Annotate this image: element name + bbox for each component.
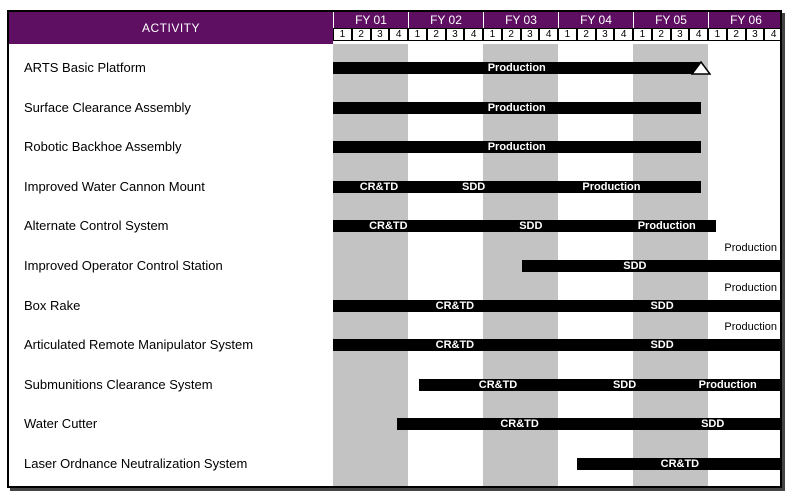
phase-bar: SDD: [576, 339, 749, 352]
phase-bar: SDD: [642, 418, 780, 431]
quarter-label: 1: [333, 28, 352, 41]
fiscal-year-shade: [333, 44, 408, 486]
fiscal-year-label: FY 02: [408, 12, 483, 28]
quarter-label: 1: [483, 28, 502, 41]
quarter-label: 2: [351, 28, 371, 41]
phase-bar: SDD: [424, 180, 524, 193]
phase-label: Production: [724, 242, 777, 254]
quarter-label: 4: [389, 28, 408, 41]
phase-bar: Production: [672, 378, 780, 391]
quarter-label: 3: [670, 28, 690, 41]
fiscal-year-label: FY 06: [708, 12, 780, 28]
activity-label: Improved Water Cannon Mount: [24, 178, 205, 194]
fiscal-year-label: FY 05: [633, 12, 708, 28]
activity-column-header: ACTIVITY: [9, 12, 333, 44]
milestone-triangle-icon: [690, 61, 711, 75]
phase-bar: [747, 299, 780, 312]
quarter-label: 2: [426, 28, 446, 41]
activity-label: Water Cutter: [24, 416, 98, 432]
activity-label: Improved Operator Control Station: [24, 258, 223, 273]
quarter-label: 3: [745, 28, 765, 41]
quarter-label: 2: [726, 28, 746, 41]
activity-label: ARTS Basic Platform: [24, 60, 146, 75]
activity-label: Robotic Backhoe Assembly: [24, 139, 182, 155]
phase-label: Production: [724, 281, 777, 294]
quarter-label: 2: [651, 28, 671, 41]
phase-bar: CR&TD: [396, 418, 644, 431]
phase-bar: SDD: [576, 378, 674, 391]
phase-bar: Production: [333, 62, 701, 74]
quarter-label: 4: [539, 28, 558, 41]
phase-bar: CR&TD: [576, 458, 780, 470]
quarter-label: 2: [501, 28, 521, 41]
phase-bar: [747, 260, 780, 272]
quarter-label: 1: [558, 28, 577, 41]
quarter-label: 3: [445, 28, 465, 41]
quarter-label: 3: [370, 28, 390, 41]
activity-label: Surface Clearance Assembly: [24, 99, 191, 115]
activity-label: Laser Ordnance Neutralization System: [24, 456, 248, 471]
quarter-label: 3: [595, 28, 615, 41]
phase-bar: CR&TD: [333, 220, 445, 233]
phase-bar: CR&TD: [419, 378, 578, 391]
fiscal-year-label: FY 03: [483, 12, 558, 28]
quarter-label: 4: [764, 28, 780, 41]
phase-bar: Production: [333, 141, 701, 154]
phase-bar: SDD: [443, 220, 619, 233]
activity-label: Submunitions Clearance System: [24, 376, 213, 392]
phase-label: Production: [724, 321, 777, 334]
activity-label: Box Rake: [24, 297, 81, 313]
activity-label: Alternate Control System: [24, 218, 169, 234]
fiscal-year-label: FY 01: [333, 12, 408, 28]
quarter-label: 1: [633, 28, 652, 41]
phase-bar: CR&TD: [333, 299, 578, 312]
phase-bar: Production: [333, 101, 701, 114]
phase-bar: [747, 339, 780, 352]
phase-bar: Production: [522, 180, 701, 193]
activity-label: Articulated Remote Manipulator System: [24, 337, 254, 353]
quarter-label: 4: [464, 28, 483, 41]
quarter-label: 3: [520, 28, 540, 41]
phase-bar: SDD: [522, 260, 749, 272]
fiscal-year-label: FY 04: [558, 12, 633, 28]
phase-bar: Production: [618, 220, 716, 233]
quarter-label: 2: [576, 28, 596, 41]
quarter-label: 4: [689, 28, 708, 41]
phase-bar: SDD: [576, 299, 749, 312]
quarter-label: 4: [614, 28, 633, 41]
quarter-label: 1: [408, 28, 427, 41]
quarter-label: 1: [708, 28, 727, 41]
phase-bar: CR&TD: [333, 339, 578, 352]
phase-bar: CR&TD: [333, 180, 426, 193]
